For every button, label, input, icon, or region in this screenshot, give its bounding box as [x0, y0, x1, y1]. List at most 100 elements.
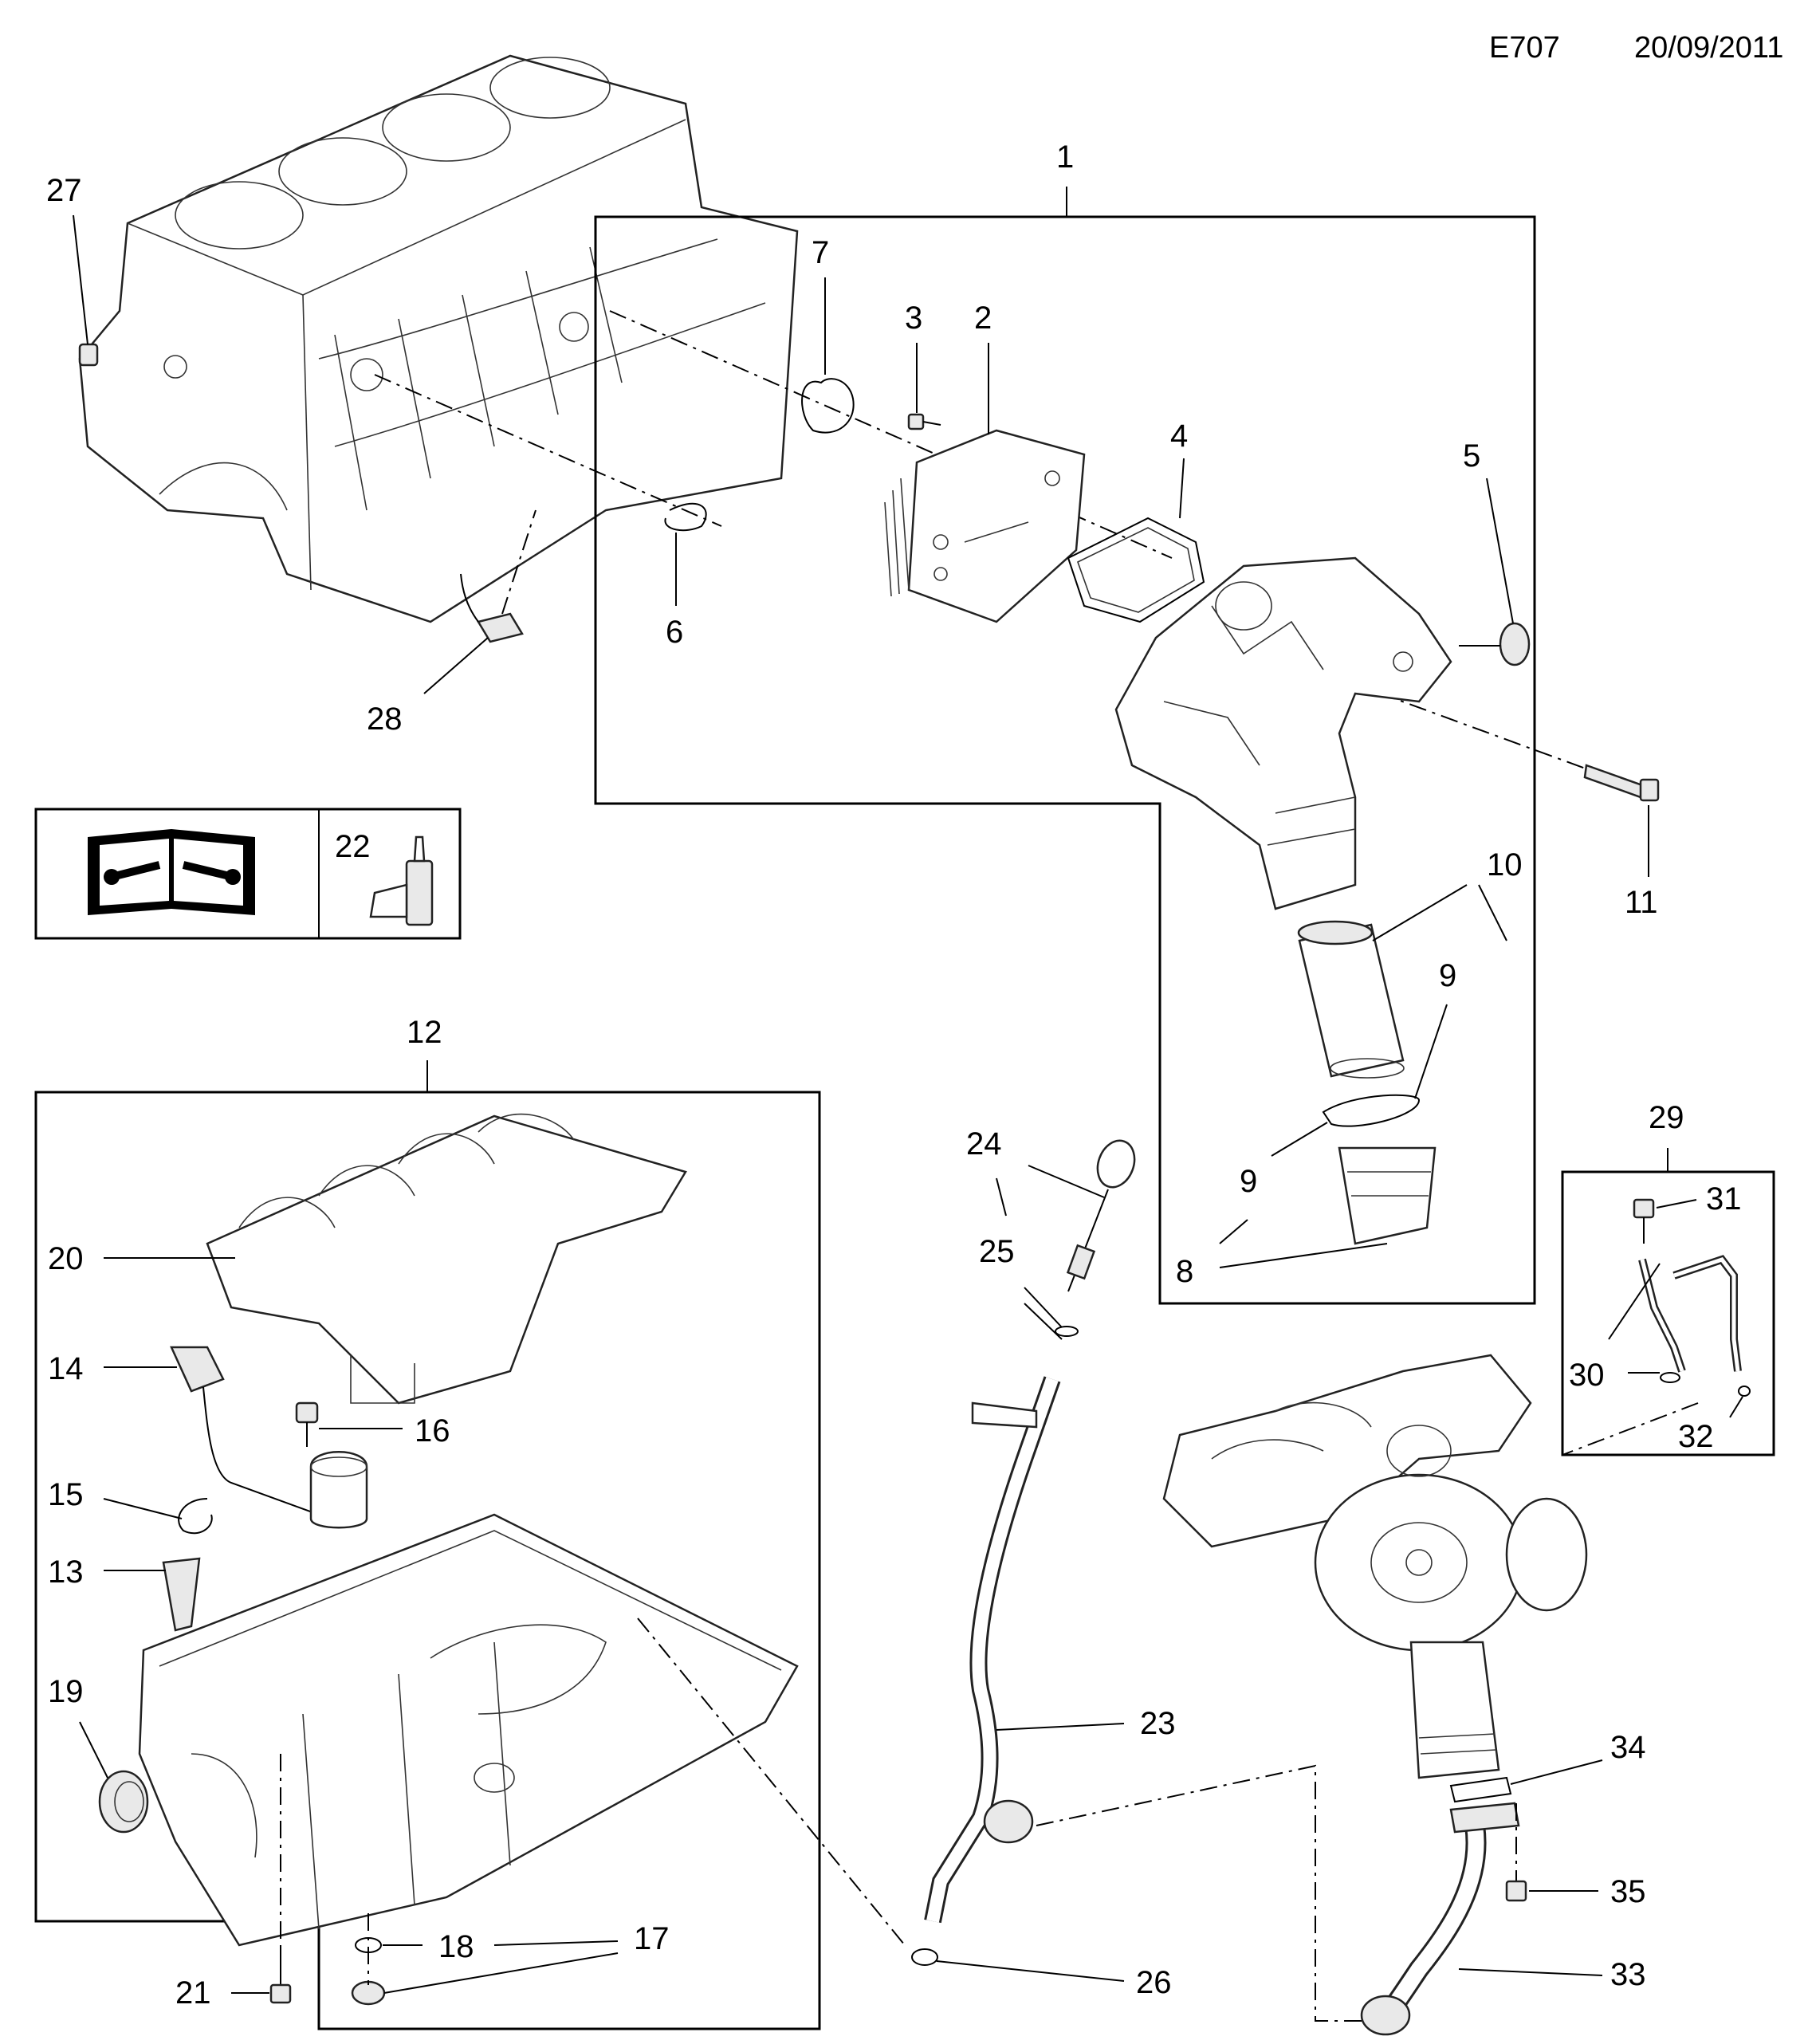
callout-3: 3: [905, 301, 922, 336]
leader-28: [423, 637, 489, 694]
leader-31: [1656, 1199, 1697, 1209]
leader-33: [1458, 1968, 1603, 1976]
oil-pump-cover: [309, 1451, 368, 1529]
callout-20: 20: [48, 1241, 84, 1276]
callout-29: 29: [1649, 1100, 1684, 1135]
callout-17: 17: [634, 1921, 670, 1956]
o-ring-26: [911, 1948, 938, 1966]
bolt-35: [1505, 1803, 1527, 1902]
callout-18: 18: [438, 1929, 474, 1964]
centerline-b: [374, 374, 722, 527]
leader-17b: [383, 1952, 619, 1994]
callout-23: 23: [1140, 1706, 1176, 1741]
leader-25b: [1024, 1287, 1063, 1328]
strainer-13: [162, 1557, 201, 1632]
leader-24: [1028, 1165, 1105, 1198]
callout-26: 26: [1136, 1965, 1172, 2000]
drain-plug-17: [351, 1980, 386, 2006]
callout-9a: 9: [1439, 958, 1456, 993]
plug-27: [78, 343, 99, 367]
leader-26: [936, 1960, 1125, 1982]
leader-32: [1729, 1396, 1743, 1418]
bolt-16: [295, 1401, 319, 1447]
feed-pipe: [1633, 1198, 1751, 1397]
callout-14: 14: [48, 1351, 84, 1386]
callout-22: 22: [335, 829, 371, 864]
callout-13: 13: [48, 1555, 84, 1590]
engine-block: [78, 54, 799, 623]
clip-15: [178, 1498, 213, 1535]
leader-10: [1372, 884, 1468, 941]
leader-19: [79, 1721, 108, 1779]
leader-9a: [1414, 1004, 1448, 1099]
leader-9c: [1271, 1122, 1328, 1157]
callout-33: 33: [1610, 1957, 1646, 1992]
callout-5: 5: [1463, 438, 1480, 474]
assembly-frame-29: [1561, 1170, 1775, 1456]
diagram-code: E707: [1489, 31, 1560, 65]
callout-31: 31: [1706, 1181, 1742, 1217]
callout-10: 10: [1487, 847, 1523, 882]
oil-filter-housing: [1114, 556, 1452, 910]
callout-25: 25: [979, 1234, 1015, 1269]
sealant-bottle-icon: [369, 835, 434, 926]
centerline-tube-return: [1036, 1764, 1371, 2022]
ring-6: [664, 502, 707, 532]
filter-element-10: [1297, 920, 1405, 1079]
centerline-pan-tube: [637, 1618, 906, 1946]
diagram-date: 20/09/2011: [1634, 31, 1783, 65]
callout-27: 27: [46, 173, 82, 208]
callout-15: 15: [48, 1477, 84, 1512]
seal-19: [98, 1770, 149, 1834]
callout-16: 16: [415, 1413, 450, 1448]
centerline-29: [1562, 1402, 1699, 1456]
sender-28: [460, 509, 537, 643]
turbocharger: [1162, 1354, 1588, 1779]
o-ring-25: [1055, 1326, 1079, 1337]
leader-17a: [493, 1940, 619, 1946]
callout-34: 34: [1610, 1730, 1646, 1765]
oil-pan: [138, 1513, 799, 1947]
leader-8: [1219, 1243, 1388, 1268]
leader-25a: [996, 1177, 1007, 1217]
callout-24: 24: [966, 1126, 1002, 1162]
leader-9b: [1478, 884, 1507, 941]
callout-1: 1: [1056, 140, 1074, 175]
callout-2: 2: [974, 301, 992, 336]
leader-27: [73, 214, 88, 345]
dipstick-24: [1066, 1139, 1136, 1292]
callout-9b: 9: [1240, 1164, 1257, 1199]
callout-12: 12: [407, 1015, 442, 1050]
leader-5: [1486, 478, 1514, 624]
callout-8: 8: [1176, 1254, 1193, 1289]
screw-3: [907, 413, 941, 430]
return-pipe-33: [1360, 1802, 1520, 2036]
guide-tube-23: [924, 1376, 1061, 1924]
reference-box: [34, 808, 462, 940]
callout-4: 4: [1170, 419, 1188, 454]
leader-34: [1510, 1759, 1603, 1785]
callout-7: 7: [812, 235, 829, 270]
leader-9d: [1219, 1219, 1248, 1244]
gasket-4: [1067, 517, 1205, 623]
ring-7: [801, 378, 855, 434]
callout-21: 21: [175, 1975, 211, 2011]
plug-5: [1459, 622, 1531, 666]
assembly-frame-1: [594, 215, 1536, 1305]
oil-cooler-2: [884, 429, 1086, 623]
callout-30: 30: [1569, 1358, 1605, 1393]
filter-cap-8: [1338, 1146, 1437, 1245]
o-ring-9: [1322, 1094, 1421, 1127]
gasket-34: [1449, 1776, 1512, 1803]
callout-35: 35: [1610, 1874, 1646, 1909]
sensor-14: [170, 1346, 320, 1515]
leader-30a: [1608, 1263, 1661, 1340]
assembly-frame-12: [34, 1091, 821, 2030]
leader-23: [996, 1723, 1125, 1731]
callout-11: 11: [1625, 885, 1658, 920]
leader-15: [103, 1498, 183, 1519]
bolt-21: [269, 1945, 292, 2004]
leader-4: [1179, 458, 1185, 519]
workshop-manual-icon: [88, 829, 255, 915]
